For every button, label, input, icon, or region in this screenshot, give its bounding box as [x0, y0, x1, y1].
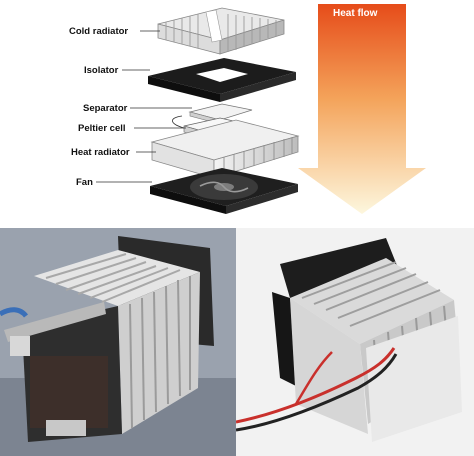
- leader-lines: [96, 30, 192, 183]
- label-cold-radiator: Cold radiator: [69, 26, 129, 37]
- exploded-diagram-drawing: [96, 4, 426, 214]
- heat-radiator-shape: [150, 119, 300, 179]
- photo-left: [0, 228, 236, 456]
- fan-shape: [150, 168, 298, 214]
- cold-radiator-shape: [157, 7, 285, 55]
- exploded-diagram: Cold radiator Isolator Separator Peltier…: [69, 4, 426, 214]
- peltier-cooler-photo-wired-icon: [236, 228, 474, 456]
- label-peltier-cell: Peltier cell: [78, 123, 126, 134]
- heat-flow-label: Heat flow: [333, 8, 378, 19]
- heat-flow-arrow: [298, 4, 426, 214]
- label-heat-radiator: Heat radiator: [71, 147, 130, 158]
- isolator-shape: [148, 58, 296, 102]
- label-isolator: Isolator: [84, 65, 119, 76]
- label-fan: Fan: [76, 177, 93, 188]
- label-separator: Separator: [83, 103, 128, 114]
- peltier-cooler-photo-assembled-icon: [0, 228, 236, 456]
- photo-right: [236, 228, 474, 456]
